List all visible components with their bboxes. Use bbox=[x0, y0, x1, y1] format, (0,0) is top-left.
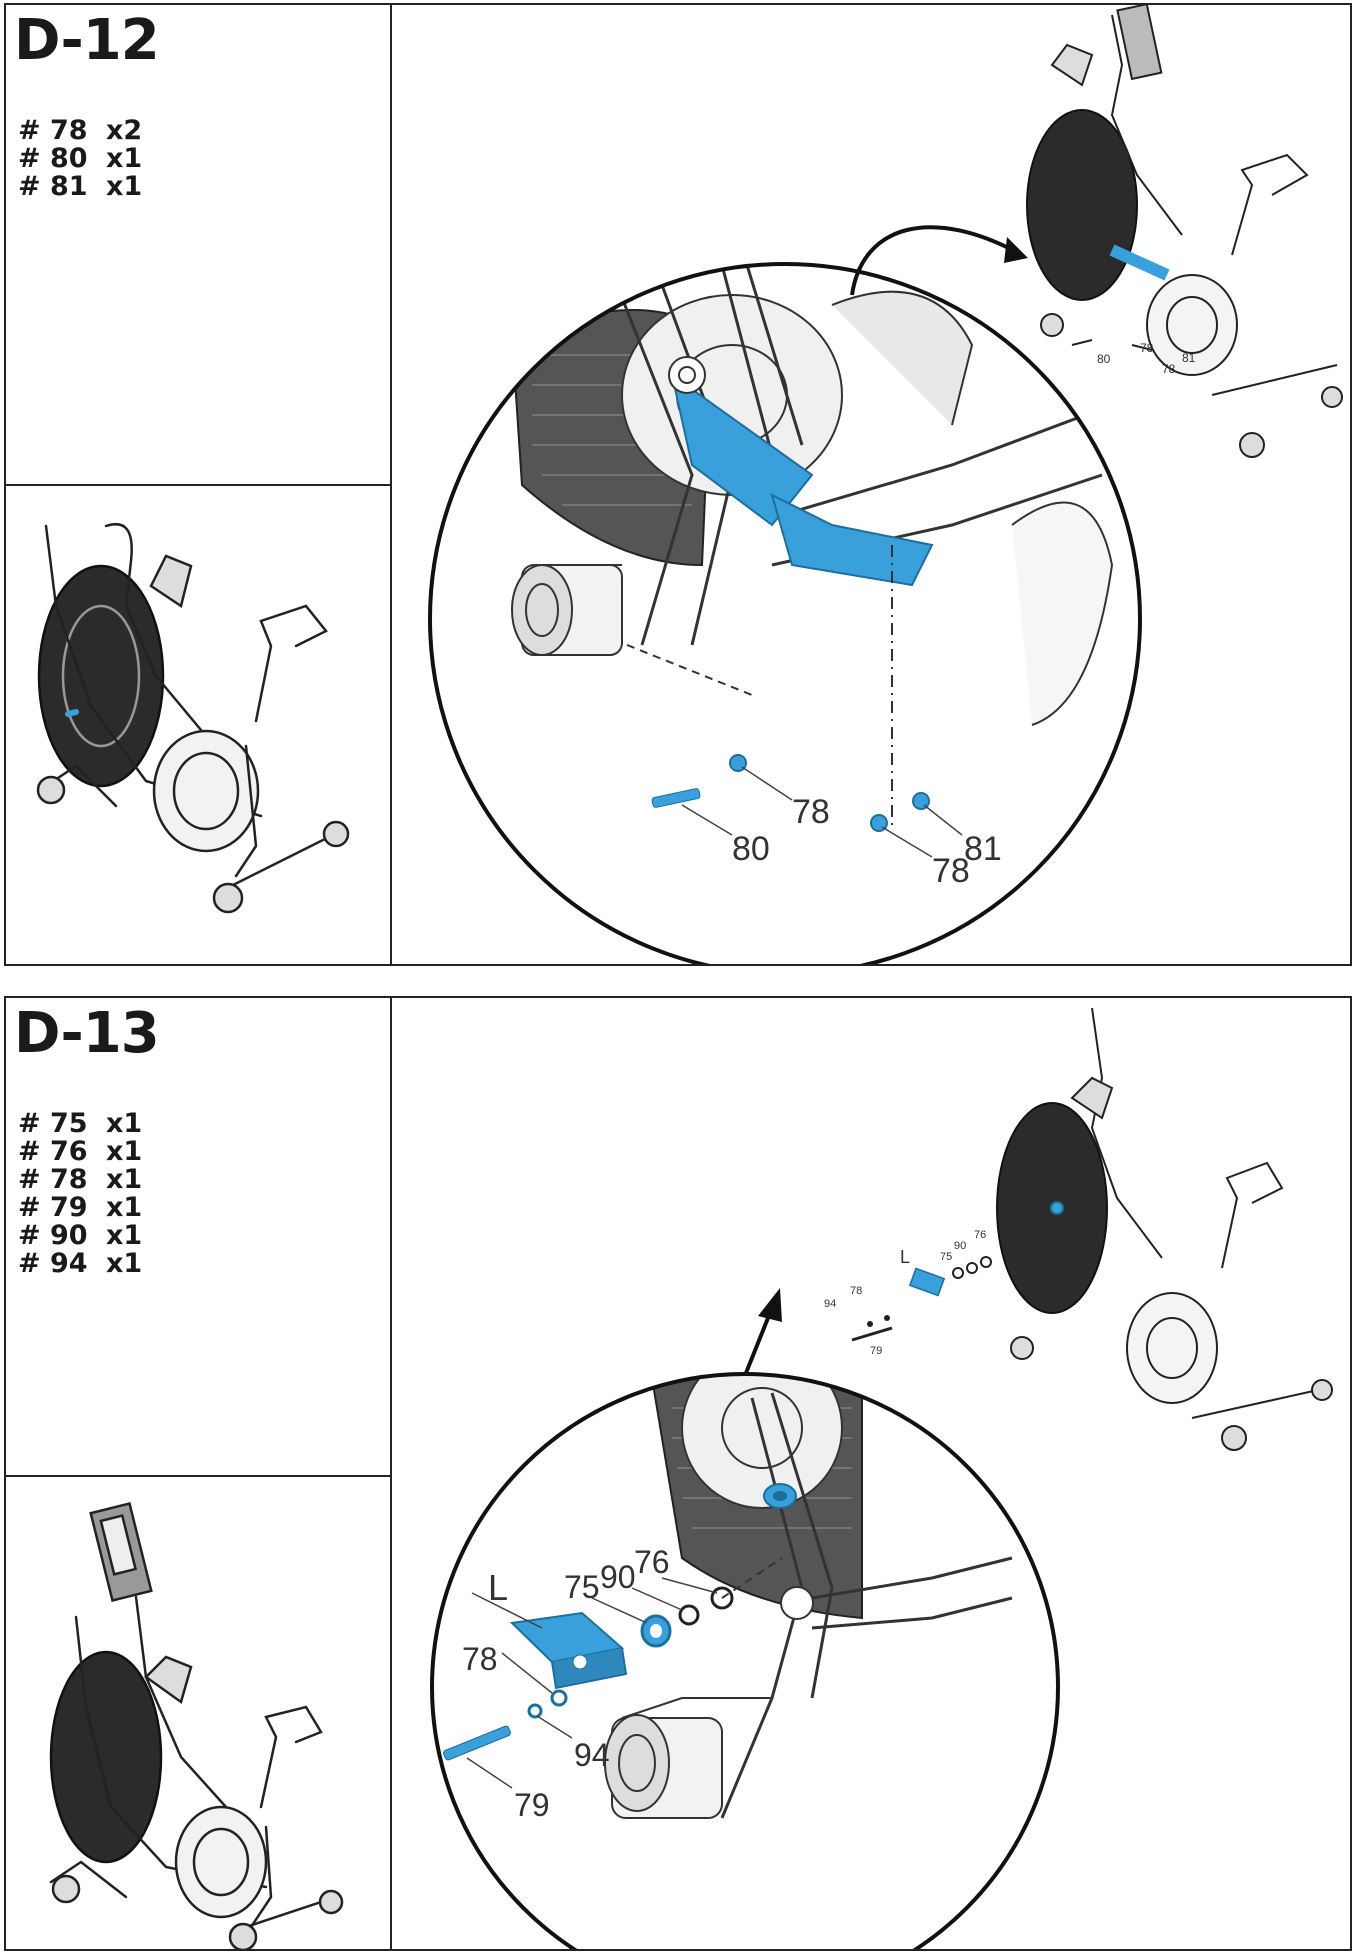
callout-80: 80 bbox=[732, 830, 770, 868]
mini-bike-view bbox=[996, 1007, 1333, 1451]
bearing-hub-icon bbox=[763, 1483, 797, 1509]
arrow-icon bbox=[850, 225, 1023, 296]
step-d13-drawing: L 75 90 76 78 94 79 bbox=[430, 1007, 1333, 1949]
mini-callout-78: 78 bbox=[850, 1285, 862, 1297]
mini-callout-81: 81 bbox=[1182, 351, 1196, 365]
callout-81: 81 bbox=[964, 830, 1002, 868]
overview-bike-illustration bbox=[36, 523, 350, 914]
washer-94-icon bbox=[527, 1703, 543, 1719]
callout-90: 90 bbox=[600, 1559, 636, 1595]
mini-exploded-parts bbox=[851, 1256, 992, 1342]
bracket-l-icon bbox=[509, 1611, 628, 1690]
mini-callout-75: 75 bbox=[940, 1251, 952, 1263]
mini-callout-l: L bbox=[900, 1247, 910, 1267]
callout-78: 78 bbox=[462, 1641, 498, 1677]
washer-90-icon bbox=[678, 1604, 700, 1626]
mini-callout-76: 76 bbox=[974, 1229, 986, 1241]
callout-78-second: 78 bbox=[932, 852, 970, 890]
washer-78-icon bbox=[550, 1689, 568, 1707]
callout-78: 78 bbox=[792, 793, 830, 831]
mini-callout-78b: 78 bbox=[1162, 362, 1176, 376]
mini-callout-80: 80 bbox=[1097, 352, 1111, 366]
bolt-79-icon bbox=[443, 1725, 511, 1761]
detail-zoom-circle bbox=[430, 1372, 1060, 1949]
bolt-80-icon bbox=[651, 788, 701, 808]
callout-75: 75 bbox=[564, 1569, 600, 1605]
overview-bike-illustration bbox=[49, 1501, 344, 1949]
mini-callout-94: 94 bbox=[824, 1298, 836, 1310]
step-d13-diagram: L 75 90 76 78 94 79 bbox=[392, 998, 1350, 1949]
step-d12-drawing: 78 80 78 81 bbox=[428, 5, 1343, 964]
callout-94: 94 bbox=[574, 1737, 610, 1773]
mini-callout-79: 79 bbox=[870, 1345, 882, 1357]
step-title: D-13 bbox=[14, 1001, 160, 1066]
callout-l: L bbox=[488, 1567, 508, 1608]
mini-callout-78: 78 bbox=[1140, 341, 1154, 355]
callout-79: 79 bbox=[514, 1787, 550, 1823]
detail-zoom-circle bbox=[428, 262, 1142, 964]
overview-bike-box bbox=[6, 1477, 392, 1949]
overview-bike-box bbox=[6, 486, 392, 964]
washer-76-icon bbox=[710, 1586, 734, 1610]
callout-76: 76 bbox=[634, 1544, 670, 1580]
mini-callout-90: 90 bbox=[954, 1240, 966, 1252]
step-title: D-12 bbox=[14, 8, 160, 73]
bushing-75-icon bbox=[640, 1614, 672, 1648]
step-d12-diagram: 78 80 78 81 bbox=[392, 5, 1350, 964]
mini-bike-view bbox=[1026, 5, 1343, 458]
